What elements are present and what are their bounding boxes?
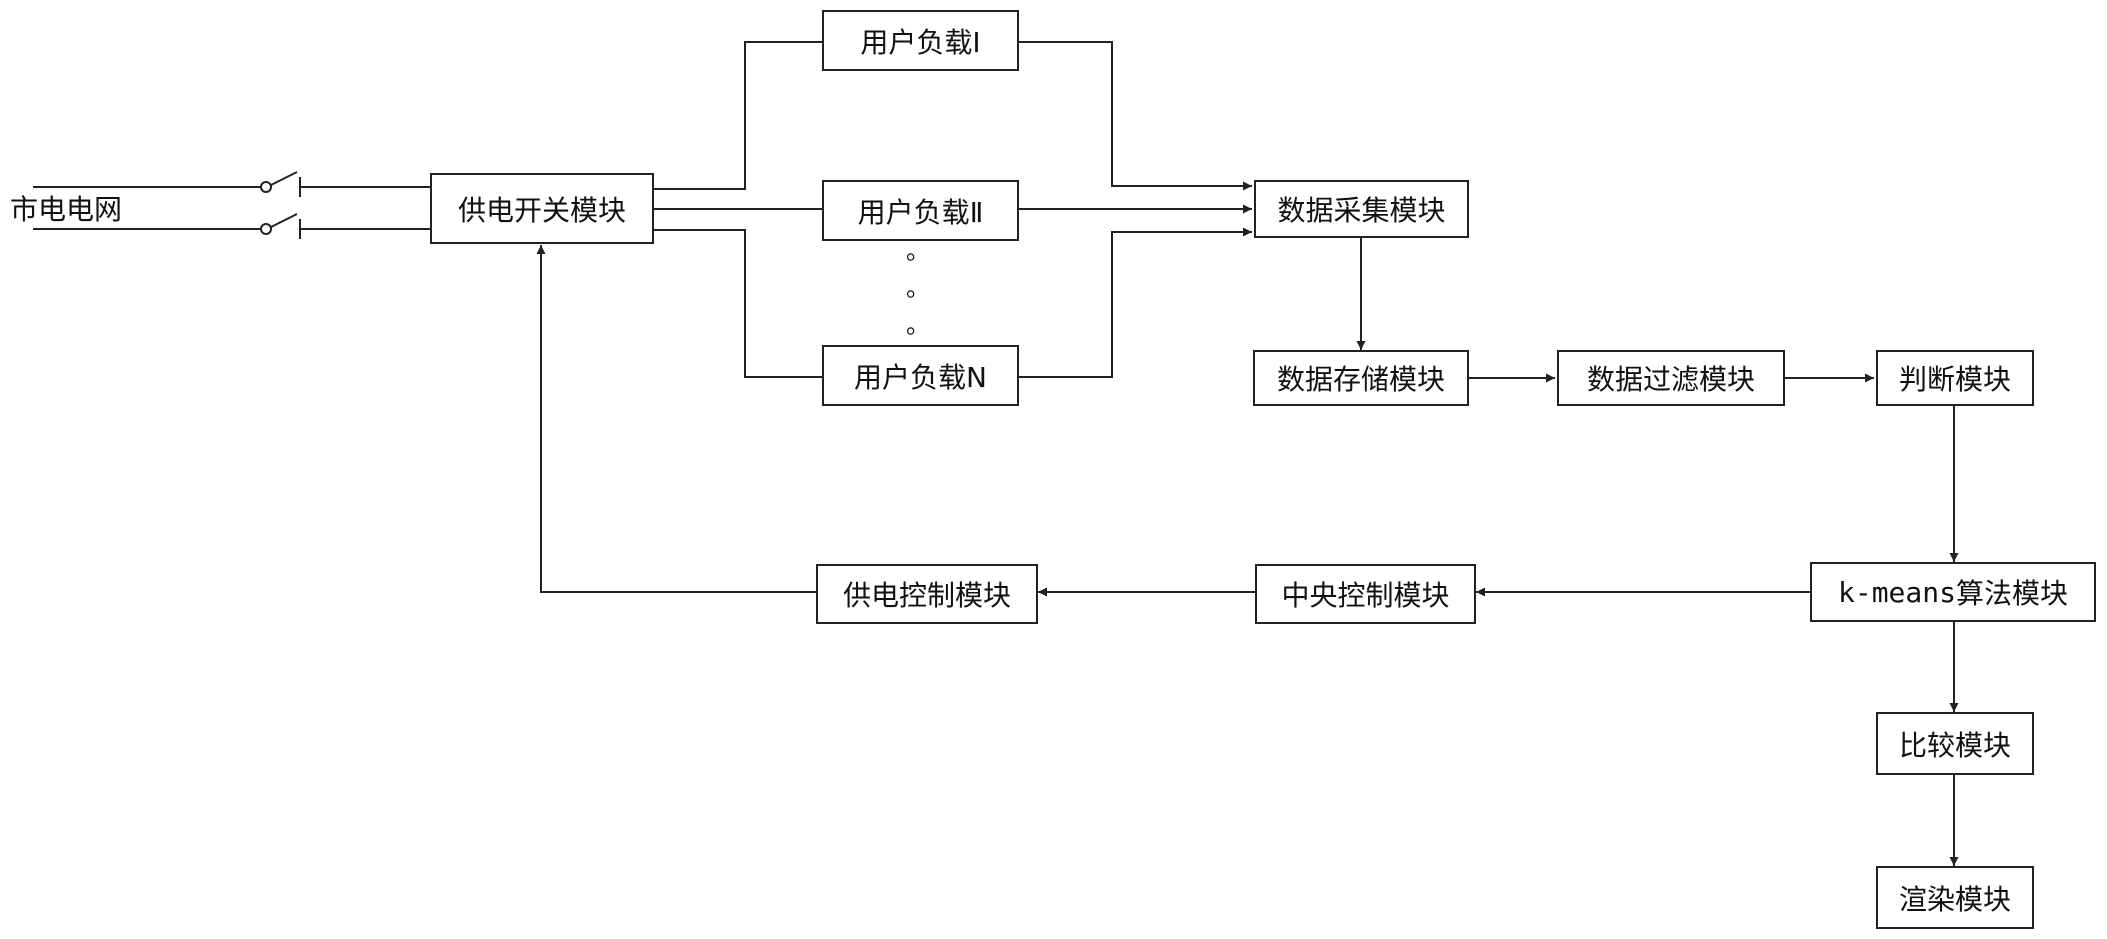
line-switch-to-load-1 bbox=[653, 41, 822, 190]
central-control-module: 中央控制模块 bbox=[1255, 564, 1476, 624]
kmeans-prefix: k-means bbox=[1837, 575, 1956, 609]
ellipsis-dot-2: 。 bbox=[906, 274, 930, 302]
switch-top-blade bbox=[270, 171, 298, 186]
power-switch-module: 供电开关模块 bbox=[430, 173, 654, 244]
switch-bottom-contact bbox=[260, 223, 272, 235]
judgment-module: 判断模块 bbox=[1876, 350, 2034, 406]
switch-bottom-blade bbox=[270, 213, 298, 228]
ellipsis-dot-1: 。 bbox=[906, 237, 930, 265]
rendering-module: 渲染模块 bbox=[1876, 866, 2034, 929]
line-load-n-to-collection bbox=[1019, 227, 1252, 378]
kmeans-suffix: 算法模块 bbox=[1956, 577, 2069, 610]
line-switch-to-load-n bbox=[653, 229, 822, 378]
user-load-n: 用户负载N bbox=[822, 345, 1019, 406]
data-collection-module: 数据采集模块 bbox=[1254, 180, 1469, 238]
grid-label: 市电电网 bbox=[10, 193, 123, 226]
data-storage-module: 数据存储模块 bbox=[1253, 350, 1469, 406]
data-filter-module: 数据过滤模块 bbox=[1557, 350, 1785, 406]
line-load-1-to-collection bbox=[1019, 41, 1252, 191]
ellipsis-dot-3: 。 bbox=[906, 311, 930, 339]
line-power-control-to-switch bbox=[536, 245, 816, 593]
power-control-module: 供电控制模块 bbox=[816, 564, 1038, 624]
comparison-module: 比较模块 bbox=[1876, 712, 2034, 775]
user-load-1: 用户负载Ⅰ bbox=[822, 10, 1019, 71]
user-load-2: 用户负载Ⅱ bbox=[822, 180, 1019, 241]
switch-top-contact bbox=[260, 181, 272, 193]
